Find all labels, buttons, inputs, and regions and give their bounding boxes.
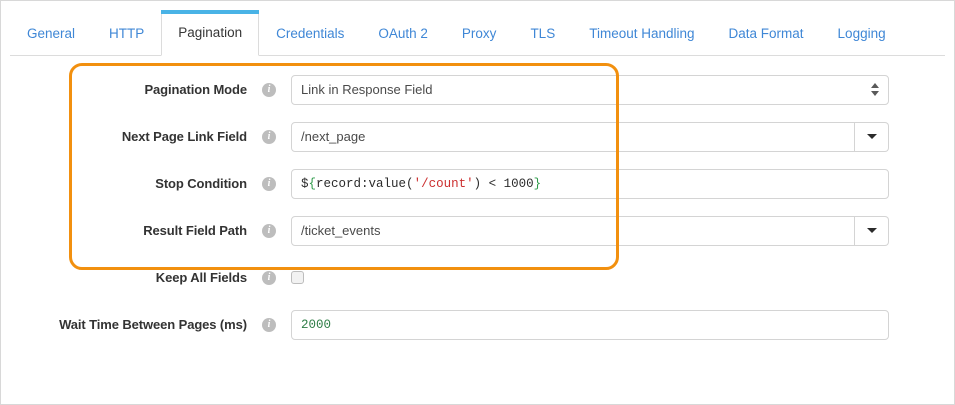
tab-label: Proxy — [461, 25, 497, 41]
tab-pagination[interactable]: Pagination — [161, 10, 260, 56]
code-token-brace: { — [308, 176, 317, 191]
tab-tls[interactable]: TLS — [513, 10, 572, 55]
chevron-down-icon — [866, 228, 877, 233]
tab-label: Pagination — [178, 25, 243, 40]
tab-http[interactable]: HTTP — [92, 10, 161, 55]
pagination-mode-control: Link in Response Field — [291, 74, 954, 105]
tab-logging[interactable]: Logging — [821, 10, 903, 55]
code-token-plain: ) — [473, 176, 482, 191]
chevron-down-icon — [866, 134, 877, 139]
stop-condition-label: Stop Condition — [155, 176, 247, 191]
wait-time-between-pages-input[interactable]: 2000 — [291, 309, 889, 340]
info-icon[interactable]: i — [262, 223, 276, 238]
info-icon[interactable]: i — [262, 176, 276, 191]
tab-label: HTTP — [109, 25, 145, 41]
stepper-icon[interactable] — [870, 81, 879, 99]
field-row-keep-all-fields: Keep All Fields i — [1, 254, 954, 301]
tab-proxy[interactable]: Proxy — [445, 10, 514, 55]
caret-down-icon — [870, 91, 879, 96]
tab-label: General — [27, 25, 76, 41]
result-field-path-combo — [291, 215, 889, 246]
pagination-mode-label: Pagination Mode — [144, 82, 247, 97]
tab-label: Credentials — [276, 25, 345, 41]
keep-all-fields-info: i — [247, 270, 291, 285]
code-token-brace: } — [533, 176, 542, 191]
info-icon[interactable]: i — [262, 270, 276, 285]
field-row-wait-time-between-pages: Wait Time Between Pages (ms) i 2000 — [1, 301, 954, 348]
next-page-link-field-input[interactable] — [291, 121, 855, 152]
field-row-stop-condition: Stop Condition i ${record:value('/count'… — [1, 160, 954, 207]
result-field-path-label: Result Field Path — [143, 223, 247, 238]
tab-label: Logging — [837, 25, 886, 41]
field-row-result-field-path: Result Field Path i — [1, 207, 954, 254]
tab-general[interactable]: General — [10, 10, 92, 55]
info-icon[interactable]: i — [262, 317, 276, 332]
result-field-path-info: i — [247, 223, 291, 238]
code-token-plain: $ — [301, 176, 309, 191]
next-page-link-field-dropdown-button[interactable] — [855, 121, 889, 152]
code-token-op: < — [481, 176, 504, 191]
tab-data-format[interactable]: Data Format — [712, 10, 821, 55]
wait-time-between-pages-control: 2000 — [291, 309, 954, 340]
next-page-link-field-info: i — [247, 129, 291, 144]
tab-label: TLS — [530, 25, 556, 41]
tab-label: OAuth 2 — [378, 25, 428, 41]
info-icon[interactable]: i — [262, 82, 276, 97]
result-field-path-dropdown-button[interactable] — [855, 215, 889, 246]
caret-up-icon — [870, 83, 879, 88]
code-token-str: '/count' — [413, 176, 474, 191]
pagination-mode-select-wrap: Link in Response Field — [291, 74, 889, 105]
tab-credentials[interactable]: Credentials — [259, 10, 361, 55]
tab-oauth2[interactable]: OAuth 2 — [361, 10, 445, 55]
tab-label: Timeout Handling — [589, 25, 695, 41]
next-page-link-field-control — [291, 121, 954, 152]
field-row-next-page-link-field: Next Page Link Field i — [1, 113, 954, 160]
pagination-form: Pagination Mode i Link in Response Field… — [1, 56, 954, 348]
field-row-pagination-mode: Pagination Mode i Link in Response Field — [1, 66, 954, 113]
wait-time-between-pages-label: Wait Time Between Pages (ms) — [59, 317, 247, 332]
info-icon[interactable]: i — [262, 129, 276, 144]
keep-all-fields-label: Keep All Fields — [155, 270, 247, 285]
code-token-plain: 1000 — [503, 176, 534, 191]
stop-condition-info: i — [247, 176, 291, 191]
tab-timeout-handling[interactable]: Timeout Handling — [572, 10, 711, 55]
keep-all-fields-checkbox[interactable] — [291, 271, 304, 284]
next-page-link-field-combo — [291, 121, 889, 152]
result-field-path-control — [291, 215, 954, 246]
next-page-link-field-label: Next Page Link Field — [121, 129, 247, 144]
stop-condition-control: ${record:value('/count') < 1000} — [291, 168, 954, 199]
code-token-plain: record:value( — [316, 176, 414, 191]
wait-time-between-pages-info: i — [247, 317, 291, 332]
keep-all-fields-control — [291, 271, 954, 284]
result-field-path-input[interactable] — [291, 215, 855, 246]
tab-bar: General HTTP Pagination Credentials OAut… — [10, 10, 945, 56]
tab-label: Data Format — [728, 25, 804, 41]
stop-condition-input[interactable]: ${record:value('/count') < 1000} — [291, 168, 889, 199]
pagination-mode-select[interactable]: Link in Response Field — [291, 74, 889, 105]
pagination-mode-info: i — [247, 82, 291, 97]
